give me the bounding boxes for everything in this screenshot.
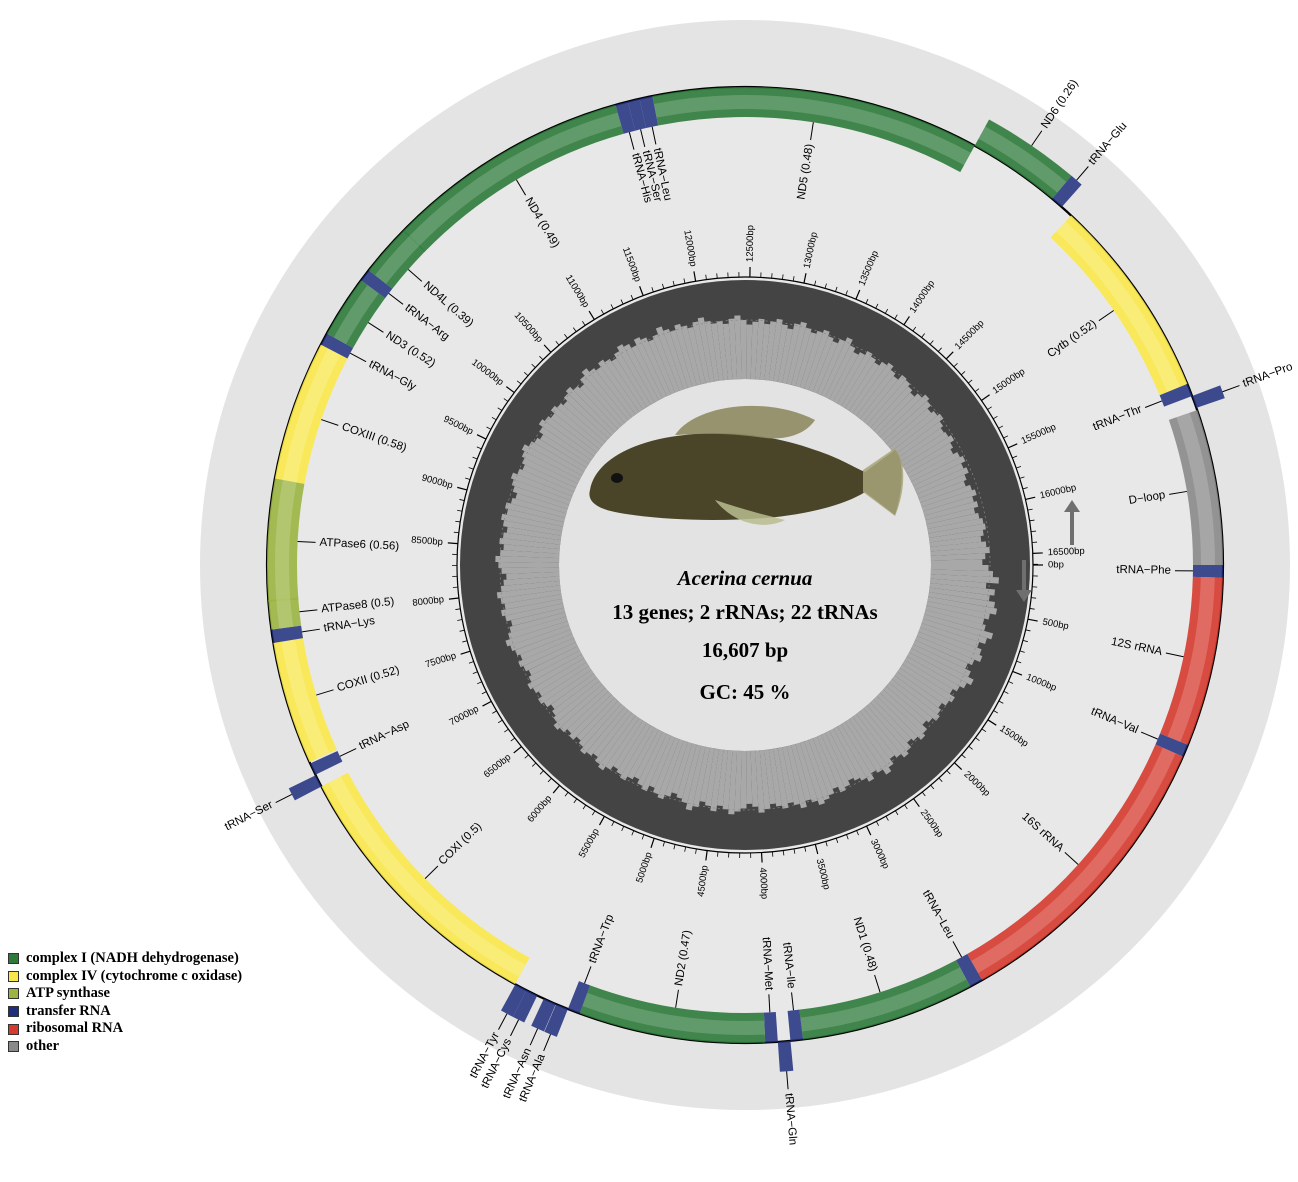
gc-content-ring bbox=[460, 280, 1030, 850]
species-name: Acerina cernua bbox=[676, 566, 813, 590]
feature-trna-met bbox=[764, 1012, 778, 1043]
tick-label: 8500bp bbox=[411, 535, 443, 548]
tick-label: 4000bp bbox=[757, 867, 770, 899]
tick-mark bbox=[762, 853, 763, 863]
legend-item-trna: transfer RNA bbox=[8, 1003, 242, 1021]
feature-label: tRNA−Phe bbox=[1116, 564, 1171, 577]
gc-percent: GC: 45 % bbox=[700, 680, 791, 704]
legend: complex I (NADH dehydrogenase)complex IV… bbox=[8, 950, 242, 1056]
gc-bar bbox=[498, 562, 559, 568]
legend-label: other bbox=[26, 1038, 59, 1056]
tick-label: 16500bp bbox=[1048, 546, 1085, 558]
legend-item-complex_I: complex I (NADH dehydrogenase) bbox=[8, 950, 242, 968]
legend-label: ATP synthase bbox=[26, 985, 110, 1003]
legend-swatch bbox=[8, 1024, 19, 1035]
fish-eye bbox=[611, 473, 623, 483]
legend-swatch bbox=[8, 953, 19, 964]
feature-trna-phe bbox=[1193, 565, 1223, 578]
legend-item-rrna: ribosomal RNA bbox=[8, 1020, 242, 1038]
gene-count: 13 genes; 2 rRNAs; 22 tRNAs bbox=[612, 600, 877, 624]
legend-swatch bbox=[8, 1041, 19, 1052]
legend-label: transfer RNA bbox=[26, 1003, 111, 1021]
tick-label: 0bp bbox=[1048, 560, 1064, 571]
legend-swatch bbox=[8, 971, 19, 982]
legend-item-other: other bbox=[8, 1038, 242, 1056]
legend-label: complex IV (cytochrome c oxidase) bbox=[26, 968, 242, 986]
tick-mark bbox=[448, 543, 458, 544]
legend-item-complex_IV: complex IV (cytochrome c oxidase) bbox=[8, 968, 242, 986]
legend-swatch bbox=[8, 988, 19, 999]
legend-swatch bbox=[8, 1006, 19, 1017]
legend-label: complex I (NADH dehydrogenase) bbox=[26, 950, 239, 968]
tick-mark bbox=[454, 532, 459, 533]
tick-mark bbox=[1031, 598, 1036, 599]
tick-label: 12500bp bbox=[745, 225, 757, 262]
genome-length: 16,607 bp bbox=[702, 638, 788, 662]
legend-label: ribosomal RNA bbox=[26, 1020, 123, 1038]
legend-item-atp: ATP synthase bbox=[8, 985, 242, 1003]
